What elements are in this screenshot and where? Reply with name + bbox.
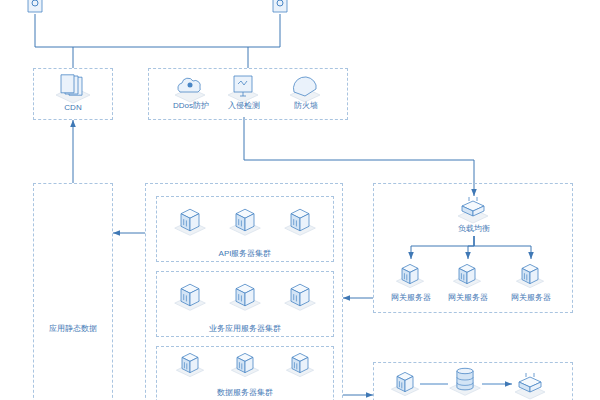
server-icon <box>300 289 309 306</box>
node-label: 入侵检测 <box>216 101 272 111</box>
server-icon <box>459 268 467 283</box>
cluster-box: 数据服务器集群 <box>156 346 334 400</box>
server-icon <box>530 268 538 283</box>
server-icon <box>524 273 526 280</box>
storage-group <box>373 362 573 400</box>
server-icon <box>239 362 241 369</box>
cdn-icon <box>61 75 74 93</box>
server-icon <box>190 289 199 306</box>
load-balancer-icon <box>526 373 534 377</box>
server-icon <box>399 381 401 388</box>
server-icon <box>239 219 242 226</box>
database-icon <box>457 368 473 373</box>
security-item: DDos防护 <box>163 73 219 117</box>
server-icon <box>181 214 190 231</box>
server-icon <box>190 214 199 231</box>
server-icon <box>300 357 308 372</box>
connector-arrow <box>343 298 373 299</box>
connector-arrow <box>474 236 531 259</box>
firewall-icon <box>293 77 316 96</box>
connector-arrow <box>343 395 373 396</box>
connector-arrow <box>73 120 74 183</box>
load-balancer: 负载均衡 <box>444 196 504 236</box>
server-icon <box>294 294 297 301</box>
server-icon <box>237 357 245 372</box>
database-icon <box>457 377 473 385</box>
client-icon <box>32 0 38 6</box>
gateway-server: 网关服务器 <box>443 259 493 305</box>
server-icon <box>300 214 309 231</box>
static-data-group: 应用静态数据 <box>33 183 113 400</box>
node-label: 负载均衡 <box>444 224 504 234</box>
server-icon <box>236 214 245 231</box>
gateway-server: 网关服务器 <box>386 259 436 305</box>
connector-arrow <box>244 117 474 196</box>
node-label: 业务应用服务器集群 <box>157 324 333 334</box>
server-icon <box>467 268 475 283</box>
server-icon <box>245 357 253 372</box>
server-icon <box>294 362 296 369</box>
server-icon <box>410 268 418 283</box>
client-icon <box>28 0 42 12</box>
input-lines <box>35 14 280 68</box>
cdn-group: CDN <box>33 68 113 120</box>
node-label: 网关服务器 <box>443 293 493 303</box>
client-icon <box>277 0 283 6</box>
security-item: 防火墙 <box>278 73 334 117</box>
server-icon <box>184 362 186 369</box>
node-label: API服务器集群 <box>157 249 333 259</box>
load-balancer-icon <box>519 382 530 392</box>
load-balancer-icon <box>462 206 473 216</box>
server-icon <box>291 214 300 231</box>
connector-arrow <box>468 236 474 259</box>
server-icon <box>239 294 242 301</box>
load-balancer-icon <box>469 197 477 201</box>
node-label: 应用静态数据 <box>34 324 112 334</box>
gateway-server: 网关服务器 <box>506 259 556 305</box>
cluster-box: API服务器集群 <box>156 196 334 262</box>
server-icon <box>404 273 406 280</box>
server-icon <box>294 219 297 226</box>
server-icon <box>184 294 187 301</box>
node-label: 数据服务器集群 <box>157 388 333 398</box>
server-icon <box>397 376 405 391</box>
server-icon <box>292 357 300 372</box>
client-icon <box>273 0 287 12</box>
connector-arrow <box>113 233 145 234</box>
server-icon <box>291 289 300 306</box>
server-icon <box>182 357 190 372</box>
load-balancer-icon <box>530 382 541 392</box>
server-icon <box>245 289 254 306</box>
server-icon <box>181 289 190 306</box>
server-icon <box>461 273 463 280</box>
server-icon <box>522 268 530 283</box>
node-label: 防火墙 <box>278 101 334 111</box>
cluster-box: 业务应用服务器集群 <box>156 271 334 337</box>
ddos-icon <box>188 83 193 88</box>
node-label: DDos防护 <box>163 101 219 111</box>
ddos-icon <box>178 78 200 92</box>
security-item: 入侵检测 <box>216 73 272 117</box>
security-group: DDos防护入侵检测防火墙 <box>148 68 348 120</box>
load-balancer-icon <box>473 206 484 216</box>
server-icon <box>402 268 410 283</box>
node-label: 网关服务器 <box>386 293 436 303</box>
gateway-group: 负载均衡网关服务器网关服务器网关服务器 <box>373 183 573 313</box>
node-label: 网关服务器 <box>506 293 556 303</box>
node-label: CDN <box>34 103 112 113</box>
server-icon <box>405 376 413 391</box>
server-icon <box>190 357 198 372</box>
connector-arrow <box>411 236 474 259</box>
storage-flow <box>420 384 512 385</box>
server-group: API服务器集群业务应用服务器集群数据服务器集群 <box>145 183 343 400</box>
server-icon <box>245 214 254 231</box>
server-icon <box>184 219 187 226</box>
server-icon <box>236 289 245 306</box>
intrusion-icon <box>238 81 247 96</box>
